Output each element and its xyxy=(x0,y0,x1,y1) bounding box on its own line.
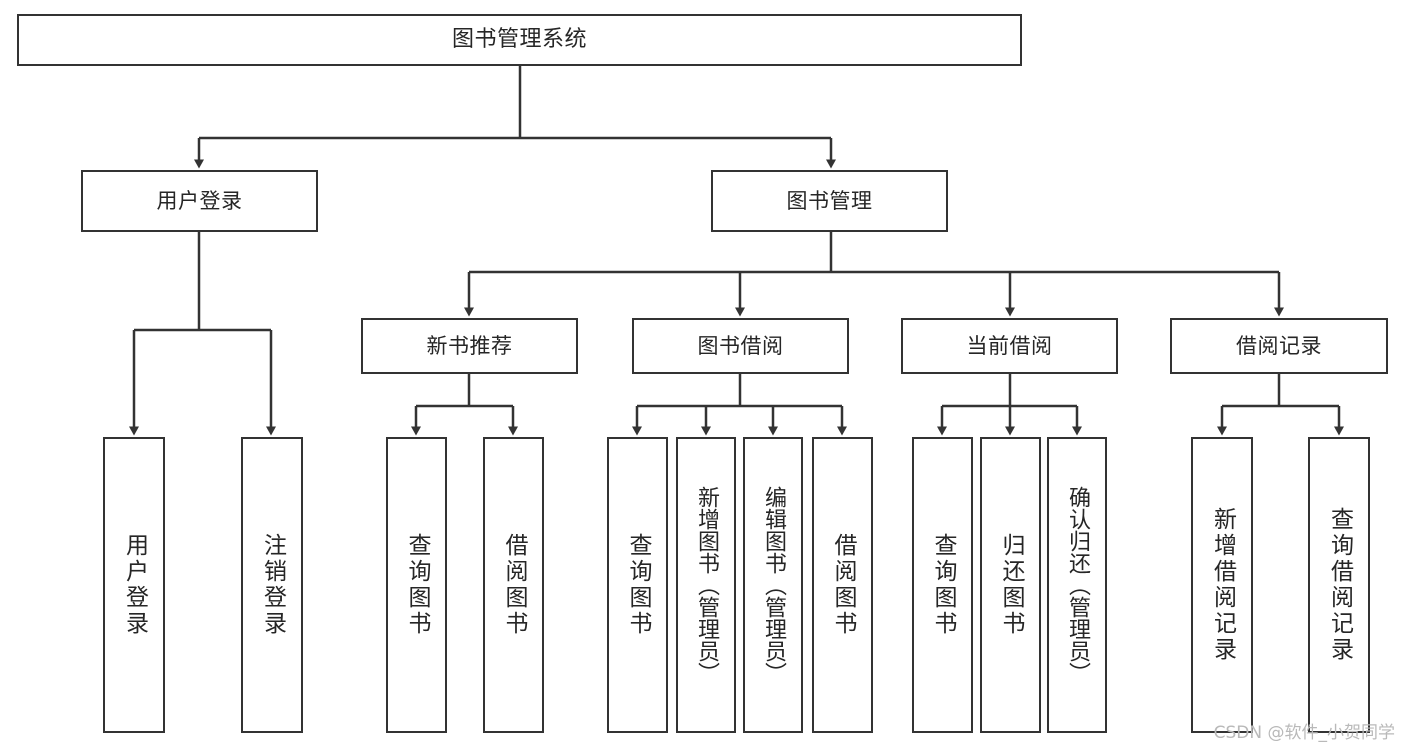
leaf-confirm-return-admin[interactable]: 确认归还（管理员） xyxy=(1047,437,1107,733)
node-label: 图书借阅 xyxy=(697,333,784,358)
node-label: 确认归还（管理员） xyxy=(1065,486,1090,684)
watermark: CSDN @软件_小贺同学 xyxy=(1213,723,1395,743)
node-label: 图书管理系统 xyxy=(451,27,587,53)
leaf-add-borrow-record[interactable]: 新增借阅记录 xyxy=(1191,437,1253,733)
leaf-query-book-borrow[interactable]: 查询图书 xyxy=(607,437,668,733)
leaf-query-borrow-record[interactable]: 查询借阅记录 xyxy=(1308,437,1370,733)
node-new-book-rec[interactable]: 新书推荐 xyxy=(361,318,578,374)
leaf-borrow-book-new-rec[interactable]: 借阅图书 xyxy=(483,437,544,733)
node-root-system[interactable]: 图书管理系统 xyxy=(17,14,1022,66)
leaf-borrow-book-borrow[interactable]: 借阅图书 xyxy=(812,437,873,733)
leaf-edit-book-admin[interactable]: 编辑图书（管理员） xyxy=(743,437,803,733)
node-label: 查询借阅记录 xyxy=(1326,507,1353,663)
node-borrow-record[interactable]: 借阅记录 xyxy=(1170,318,1388,374)
leaf-user-login[interactable]: 用户登录 xyxy=(103,437,165,733)
leaf-query-book-current[interactable]: 查询图书 xyxy=(912,437,973,733)
node-label: 用户登录 xyxy=(156,188,243,213)
node-label: 归还图书 xyxy=(998,533,1024,637)
node-label: 注销登录 xyxy=(259,533,286,637)
node-label: 借阅图书 xyxy=(501,533,527,637)
leaf-return-book[interactable]: 归还图书 xyxy=(980,437,1041,733)
node-label: 查询图书 xyxy=(930,533,956,637)
node-label: 新增借阅记录 xyxy=(1209,507,1236,663)
node-label: 当前借阅 xyxy=(966,333,1053,358)
node-label: 图书管理 xyxy=(786,188,873,213)
node-book-borrow[interactable]: 图书借阅 xyxy=(632,318,849,374)
node-label: 借阅记录 xyxy=(1236,333,1322,358)
node-current-borrow[interactable]: 当前借阅 xyxy=(901,318,1118,374)
node-user-login[interactable]: 用户登录 xyxy=(81,170,318,232)
node-label: 查询图书 xyxy=(625,533,651,637)
node-book-manage[interactable]: 图书管理 xyxy=(711,170,948,232)
node-label: 编辑图书（管理员） xyxy=(761,486,786,684)
node-label: 查询图书 xyxy=(404,533,430,637)
leaf-add-book-admin[interactable]: 新增图书（管理员） xyxy=(676,437,736,733)
node-label: 新增图书（管理员） xyxy=(694,486,719,684)
node-label: 借阅图书 xyxy=(830,533,856,637)
node-label: 用户登录 xyxy=(121,533,148,637)
leaf-query-book-new-rec[interactable]: 查询图书 xyxy=(386,437,447,733)
node-label: 新书推荐 xyxy=(426,333,513,358)
leaf-logout-login[interactable]: 注销登录 xyxy=(241,437,303,733)
